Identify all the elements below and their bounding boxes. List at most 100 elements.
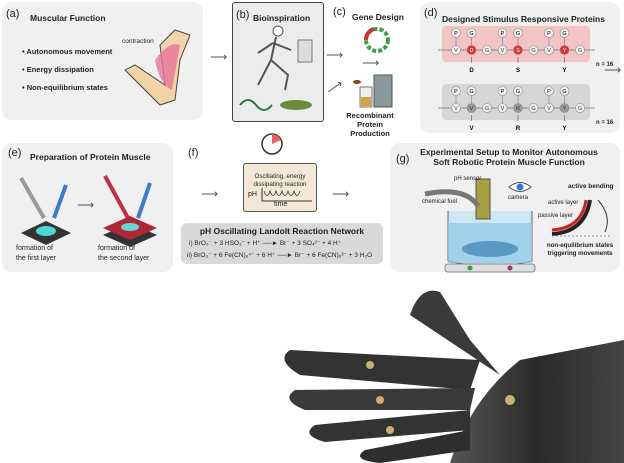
- repeat-count: n = 16: [596, 120, 614, 126]
- network-title: pH Oscillating Landolt Reaction Network: [199, 226, 365, 236]
- second-layer-illustration: [103, 175, 157, 247]
- production-line: Protein Production: [350, 120, 390, 138]
- residue-loop: [513, 86, 523, 96]
- panel-label: (c): [333, 6, 346, 18]
- reaction-line: dissipating reaction: [253, 181, 307, 188]
- residue-letter: P: [454, 31, 458, 37]
- caption-line: the first layer: [16, 255, 57, 262]
- camera-label: camera: [508, 195, 529, 201]
- landolt-network-box: pH Oscillating Landolt Reaction Network …: [181, 223, 383, 264]
- residue-letter: S: [516, 48, 520, 54]
- residue-letter: G: [562, 31, 566, 37]
- residue-letter: P: [501, 31, 505, 37]
- panel-label: (b): [236, 9, 250, 21]
- chemical-fuel-label: chemical fuel: [422, 199, 458, 205]
- runner-illustration: [257, 25, 313, 91]
- bullet: • Autonomous movement: [22, 47, 113, 56]
- residue-letter: V: [547, 106, 551, 112]
- residue: [466, 45, 477, 55]
- residue-letter: P: [547, 89, 551, 95]
- residue-letter: G: [578, 106, 582, 112]
- panel-title: Experimental Setup to Monitor Autonomous…: [414, 147, 604, 167]
- residue: [544, 45, 554, 55]
- beaker-setup-illustration: [424, 178, 536, 273]
- passive-layer-label: passive layer: [538, 213, 574, 219]
- title-line: Soft Robotic Protein Muscle Function: [433, 157, 585, 167]
- residue: [559, 103, 570, 113]
- residue: [544, 103, 554, 113]
- residue-letter: V: [501, 106, 505, 112]
- guest-residue-label: D: [469, 68, 474, 74]
- residue: [528, 45, 539, 55]
- panel-preparation: (e) Preparation of Protein Muscle format…: [2, 143, 173, 272]
- title-line: Experimental Setup to Monitor Autonomous: [420, 147, 598, 157]
- residue-letter: G: [485, 48, 489, 54]
- robotic-hand-image: [284, 290, 624, 463]
- residue-letter: V: [470, 106, 474, 112]
- residue-letter: G: [516, 31, 520, 37]
- panel-title: Bioinspiration: [253, 13, 311, 23]
- residue-letter: G: [578, 48, 582, 54]
- bullet: • Non-equilibrium states: [22, 83, 108, 92]
- arrow-icon: ⟶: [362, 56, 380, 70]
- panel-label: (e): [8, 147, 22, 159]
- guest-residue-label: S: [516, 68, 520, 74]
- eye-icon: [508, 182, 532, 192]
- guest-residue-label: Y: [562, 126, 566, 132]
- production-line: Recombinant: [346, 111, 394, 120]
- residue-loop: [451, 86, 461, 96]
- panel-muscular-function: (a) Muscular Function • Autonomous movem…: [2, 2, 203, 120]
- panel-label: (f): [188, 147, 199, 159]
- residue-loop: [451, 28, 461, 38]
- residue-letter: G: [485, 106, 489, 112]
- plasmid-icon: [364, 27, 390, 53]
- residue-loop: [497, 28, 508, 38]
- noneq-line: non-equilibrium states: [546, 242, 614, 249]
- residue-letter: G: [469, 89, 473, 95]
- residue-loop: [544, 86, 554, 96]
- arrow-icon: ⟶: [604, 63, 622, 77]
- reaction-line: Oscillating, energy: [254, 173, 306, 180]
- residue: [451, 103, 461, 113]
- residue-letter: V: [547, 48, 551, 54]
- residue-letter: P: [501, 89, 505, 95]
- bioreactor-icon: [353, 74, 393, 108]
- panel-title: Muscular Function: [30, 13, 106, 23]
- arrow-icon: ⟶: [332, 187, 350, 201]
- arrow-icon: ⟶: [77, 198, 95, 212]
- residue-letter: G: [531, 106, 535, 112]
- residue: [482, 45, 492, 55]
- residue-letter: G: [516, 89, 520, 95]
- contraction-label: contraction: [122, 38, 154, 45]
- residue-letter: G: [469, 31, 473, 37]
- equation-2: ii) BrO₃⁻ + 6 Fe(CN)₆⁴⁻ + 6 H⁺ ──► Br⁻ +…: [187, 252, 373, 259]
- residue: [497, 45, 508, 55]
- residue: [466, 103, 477, 113]
- residue-loop: [466, 28, 477, 38]
- residue-letter: G: [531, 48, 535, 54]
- residue-letter: Y: [563, 106, 567, 112]
- residue: [513, 103, 523, 113]
- noneq-line: triggering movements: [547, 250, 613, 257]
- caption-line: the second layer: [98, 255, 150, 262]
- ph-sensor-label: pH sensor: [454, 176, 482, 182]
- guest-residue-label: R: [516, 126, 521, 132]
- panel-title: Designed Stimulus Responsive Proteins: [442, 14, 605, 24]
- residue-letter: G: [562, 89, 566, 95]
- residue-letter: V: [454, 48, 458, 54]
- residue-letter: D: [470, 48, 474, 54]
- panel-label: (a): [6, 8, 20, 20]
- residue: [451, 45, 461, 55]
- panel-label: (g): [396, 153, 410, 165]
- arrow-icon: ⟶: [323, 76, 346, 98]
- residue-letter: Y: [563, 48, 567, 54]
- first-layer-illustration: [19, 177, 71, 245]
- residue: [575, 103, 585, 113]
- arm-muscle-illustration: [124, 29, 191, 106]
- residue-letter: V: [454, 106, 458, 112]
